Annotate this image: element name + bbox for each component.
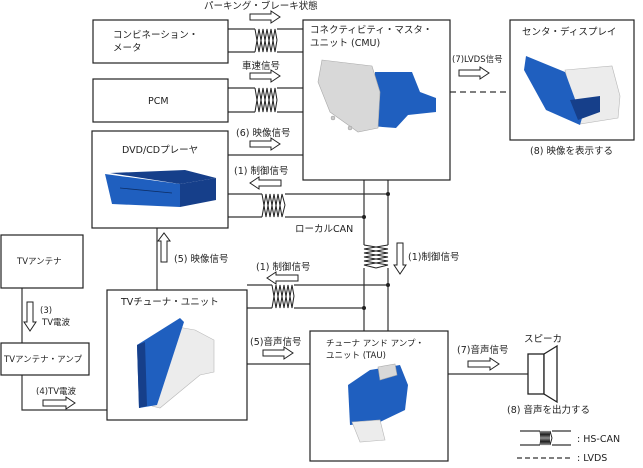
sound-action-label: (8) 音声を出力する [507,404,590,416]
tv-tuner-image [137,318,215,409]
cmu-image [317,59,436,133]
arrow-right-speed [249,69,281,83]
combination-meter-box [92,19,229,64]
tvwave3-num-label: (3) [40,306,52,316]
arrow-left-control-tuner [266,271,299,285]
arrow-up-video5 [157,232,171,263]
lvds-signal-label: (7)LVDS信号 [452,54,503,65]
legend-hs-can-symbol [520,430,571,446]
dvd-player-label: DVD/CDプレーヤ [122,145,198,156]
local-can-label: ローカルCAN [295,224,353,235]
speaker-icon [527,344,558,404]
center-display-label: センタ・ディスプレイ [522,26,616,38]
arrow-right-tvwave4 [42,396,76,410]
control-tuner-label: (1) 制御信号 [256,261,310,273]
display-action-label: (8) 映像を表示する [530,145,613,157]
arrow-left-control-dvd [249,176,282,190]
junction-dot [386,192,390,196]
cmu-label-2: ユニット (CMU) [310,38,380,49]
legend-lvds-label: : LVDS [577,453,607,464]
arrow-down-tvwave3 [23,301,37,332]
junction-dot [386,283,390,287]
tau-image [348,363,408,443]
twisted-pair-tuner [271,284,295,309]
tvwave4-label: (4)TV電波 [36,386,77,397]
twisted-pair-local-can [363,244,389,269]
legend: : HS-CAN : LVDS [517,430,620,464]
tv-antenna-box [0,234,84,289]
video6-label: (6) 映像信号 [236,127,290,139]
combination-meter-label: コンビネーション・ [113,30,198,41]
vehicle-speed-label: 車速信号 [242,60,280,72]
arrow-right-parking [249,10,281,24]
arrow-right-lvds [458,66,490,80]
twisted-pair-dvd [261,193,286,218]
arrow-right-audio7 [467,357,500,371]
twisted-pair-meter [254,28,278,53]
arrow-right-audio5 [262,346,294,360]
control-dvd-label: (1) 制御信号 [234,165,288,177]
video5-label: (5) 映像信号 [174,253,228,265]
cmu-label-1: コネクティビティ・マスタ・ [310,25,432,36]
speaker-label: スピーカ [524,334,562,345]
dvd-player-image [105,170,216,207]
pcm-box [92,78,229,123]
twisted-pair-pcm [254,87,278,113]
combination-meter-label-2: メータ [113,43,142,54]
audio7-label: (7)音声信号 [457,344,508,356]
pcm-label: PCM [148,96,169,107]
tvwave3-label: TV電波 [41,317,71,328]
arrow-right-video6 [249,137,281,151]
control-vertical-label: (1)制御信号 [408,251,459,263]
tau-label-2: ユニット (TAU) [326,351,386,361]
junction-dot [362,306,366,310]
wires [21,28,528,411]
tau-label-1: チューナ アンド アンプ・ [326,339,424,349]
tv-antenna-amp-box [0,342,90,376]
arrow-down-control [393,242,407,275]
tv-tuner-label: TVチューナ・ユニット [120,297,219,308]
tv-antenna-label: TVアンテナ [16,257,62,267]
junction-dot [362,215,366,219]
legend-hs-can-label: : HS-CAN [577,434,620,445]
tv-antenna-amp-label: TVアンテナ・アンプ [3,355,83,365]
parking-brake-label: パーキング・ブレーキ状態 [204,0,318,12]
audio5-label: (5)音声信号 [250,336,301,348]
center-display-image [524,56,621,125]
